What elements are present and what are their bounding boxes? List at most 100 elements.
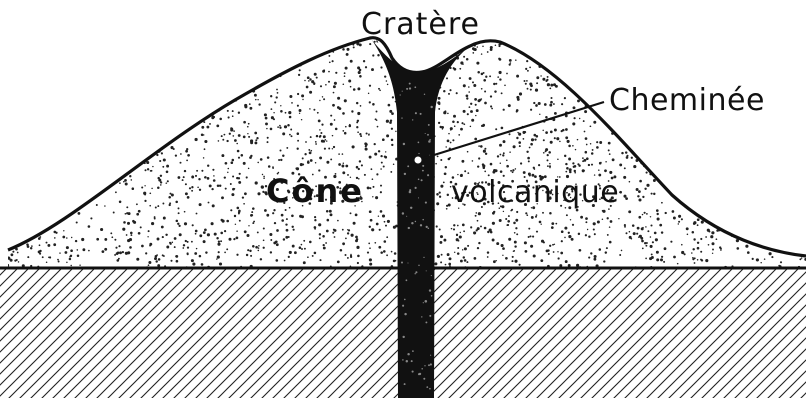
stipple-dot (36, 214, 39, 217)
stipple-dot (650, 79, 653, 82)
stipple-dot (382, 214, 385, 217)
stipple-dot (799, 154, 801, 156)
stipple-dot (366, 132, 368, 134)
stipple-dot (176, 260, 179, 263)
stipple-dot (359, 43, 362, 46)
stipple-dot (38, 176, 40, 178)
stipple-dot (517, 98, 520, 101)
stipple-dot (773, 195, 776, 198)
stipple-dot (749, 173, 751, 175)
stipple-dot (26, 99, 29, 102)
stipple-dot (748, 194, 751, 197)
stipple-dot (734, 189, 736, 191)
stipple-dot (140, 108, 142, 110)
stipple-dot (286, 218, 288, 220)
stipple-dot (564, 155, 566, 157)
stipple-dot (0, 229, 3, 232)
stipple-dot (619, 47, 622, 50)
stipple-dot (38, 87, 41, 90)
stipple-dot (573, 86, 576, 89)
stipple-dot (439, 229, 441, 231)
stipple-dot (791, 220, 794, 223)
stipple-dot (308, 149, 310, 151)
stipple-dot (23, 172, 25, 174)
stipple-dot (99, 60, 101, 62)
stipple-dot (553, 103, 555, 105)
chimney-speck (428, 228, 430, 230)
stipple-dot (82, 155, 85, 158)
stipple-dot (246, 234, 249, 237)
stipple-dot (656, 209, 659, 212)
stipple-dot (383, 165, 385, 167)
stipple-dot (236, 82, 239, 85)
stipple-dot (443, 239, 446, 242)
chimney-speck (425, 321, 427, 323)
stipple-dot (603, 260, 605, 262)
stipple-dot (726, 134, 728, 136)
stipple-dot (321, 140, 324, 143)
stipple-dot (103, 153, 106, 156)
stipple-dot (376, 173, 378, 175)
stipple-dot (369, 156, 372, 159)
stipple-dot (437, 101, 440, 104)
stipple-dot (781, 176, 783, 178)
stipple-dot (534, 134, 537, 137)
stipple-dot (182, 247, 184, 249)
stipple-dot (512, 171, 514, 173)
stipple-dot (100, 155, 103, 158)
stipple-dot (697, 259, 699, 261)
stipple-dot (98, 166, 101, 169)
stipple-dot (556, 137, 559, 140)
stipple-dot (526, 80, 528, 82)
stipple-dot (11, 164, 12, 165)
stipple-dot (285, 112, 287, 114)
stipple-dot (95, 134, 97, 136)
stipple-dot (27, 130, 29, 132)
stipple-dot (18, 61, 20, 63)
stipple-dot (773, 243, 775, 245)
stipple-dot (170, 260, 172, 262)
stipple-dot (550, 101, 553, 104)
stipple-dot (71, 83, 74, 86)
stipple-dot (531, 138, 534, 141)
stipple-dot (703, 61, 705, 63)
stipple-dot (790, 176, 791, 177)
stipple-dot (460, 128, 463, 131)
stipple-dot (415, 52, 418, 55)
stipple-dot (162, 37, 164, 39)
stipple-dot (303, 240, 305, 242)
stipple-dot (459, 77, 461, 79)
stipple-dot (251, 211, 253, 213)
stipple-dot (219, 262, 222, 265)
stipple-dot (584, 73, 586, 75)
stipple-dot (743, 220, 745, 222)
stipple-dot (6, 126, 7, 127)
stipple-dot (190, 122, 193, 125)
stipple-dot (85, 178, 87, 180)
stipple-dot (771, 256, 773, 258)
stipple-dot (660, 258, 663, 261)
stipple-dot (346, 48, 349, 51)
stipple-dot (583, 159, 586, 162)
stipple-dot (11, 57, 13, 59)
stipple-dot (681, 251, 684, 254)
stipple-dot (326, 44, 328, 46)
stipple-dot (694, 257, 696, 259)
stipple-dot (116, 167, 118, 169)
stipple-dot (656, 62, 659, 65)
stipple-dot (498, 32, 501, 35)
stipple-dot (136, 203, 138, 205)
stipple-dot (307, 161, 310, 164)
stipple-dot (576, 29, 579, 32)
stipple-dot (552, 30, 555, 33)
stipple-dot (169, 45, 172, 48)
stipple-dot (557, 55, 559, 57)
stipple-dot (618, 218, 619, 219)
stipple-dot (299, 109, 302, 112)
stipple-dot (319, 129, 321, 131)
stipple-dot (768, 169, 771, 172)
stipple-dot (133, 79, 135, 81)
stipple-dot (495, 44, 497, 46)
stipple-dot (766, 103, 767, 104)
stipple-dot (199, 234, 202, 237)
